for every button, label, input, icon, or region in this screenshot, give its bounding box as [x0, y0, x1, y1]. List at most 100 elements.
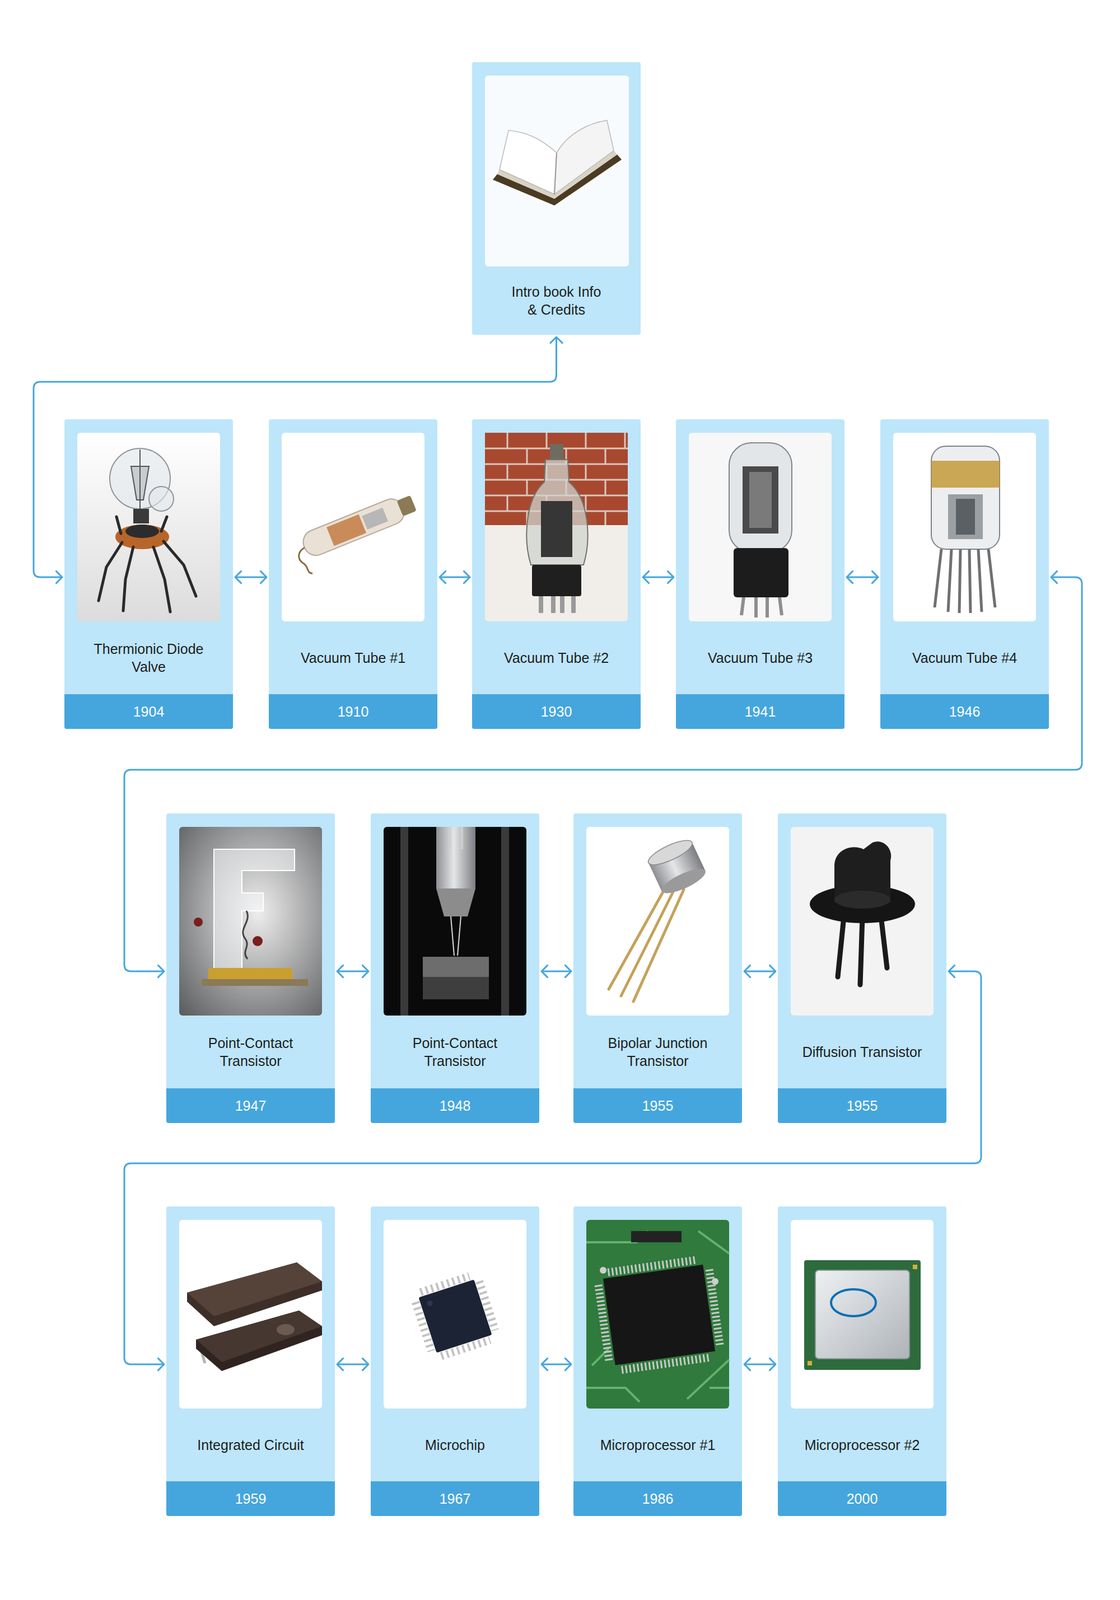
transistor-picture-part [208, 968, 293, 980]
year-label: 1955 [642, 1097, 674, 1115]
transistor-picture [790, 827, 934, 1016]
arrow-head [157, 965, 165, 978]
timeline-card: Vacuum Tube #31941 [675, 419, 845, 730]
vacuum-tube-picture-part-part [326, 514, 367, 547]
arrow-head [463, 571, 470, 583]
chip-picture-part [276, 1324, 295, 1336]
year-band: 2000 [777, 1481, 947, 1517]
year-label: 1946 [949, 703, 981, 721]
chip-picture-part [596, 1258, 722, 1372]
timeline-card: Intro book Info & Credits [472, 62, 641, 335]
diode-valve-picture-part [131, 449, 149, 512]
diode-valve-picture-part [109, 448, 171, 510]
transistor-picture-part [450, 916, 461, 956]
transistor-picture-part [834, 841, 891, 904]
diode-valve-picture-part [115, 524, 170, 550]
vacuum-tube-picture-part-part [299, 495, 408, 560]
vacuum-tube-picture-part [560, 596, 565, 614]
vacuum-tube-picture-part-part [396, 495, 417, 517]
vacuum-tube-picture-part [733, 548, 789, 598]
connector-arrow [744, 1358, 776, 1371]
chip-picture-part [179, 1220, 322, 1409]
vacuum-tube-picture-part-part [361, 507, 389, 530]
chip-picture-part-part [412, 1274, 498, 1359]
transistor-picture-part [383, 827, 527, 1016]
cpu-picture-part [790, 1220, 934, 1409]
transistor-picture-part-part [648, 842, 706, 892]
arrow-head [337, 1358, 344, 1371]
vacuum-tube-picture-part [688, 432, 832, 622]
connector-line [541, 1364, 572, 1366]
vacuum-tube-picture-part [540, 501, 573, 558]
transistor-picture-part [645, 836, 709, 899]
arrow-head [565, 1358, 572, 1371]
book-picture-part [554, 120, 614, 195]
timeline-card: Microchip1967 [370, 1206, 540, 1517]
timeline-card: Vacuum Tube #4 1946 [880, 419, 1049, 730]
year-band: 1946 [880, 694, 1049, 730]
title-area: Vacuum Tube #3 [675, 621, 845, 695]
transistor-picture-part-part [645, 836, 695, 870]
chip-picture-part [383, 1220, 527, 1409]
transistor-picture-part [243, 911, 249, 960]
year-band: 1930 [472, 694, 641, 730]
arrow-head [362, 1358, 369, 1371]
card-title: Vacuum Tube #1 [300, 649, 406, 668]
connector-line [642, 576, 674, 579]
transistor-picture-part [193, 917, 203, 927]
diode-valve-picture-part [98, 516, 196, 613]
arrow-head [565, 965, 572, 978]
arrow-head [56, 571, 63, 583]
vacuum-tube-picture-part [948, 494, 983, 540]
card-title: Bipolar Junction Transistor [588, 1034, 728, 1071]
vacuum-tube-picture-part-part [296, 547, 315, 576]
chip-picture-part-part [418, 1279, 492, 1353]
title-area: Bipolar Junction Transistor [573, 1015, 742, 1089]
timeline-card: Point-Contact Transistor1948 [370, 813, 540, 1124]
connector-line [235, 576, 267, 579]
title-area: Point-Contact Transistor [370, 1015, 540, 1089]
vacuum-tube-picture-part [742, 466, 779, 534]
transistor-picture-part [809, 885, 916, 924]
card-title: Thermionic Diode Valve [78, 640, 219, 677]
vacuum-tube-picture-part [551, 596, 556, 614]
card-title: Microprocessor #2 [804, 1436, 921, 1455]
vacuum-tube-picture [893, 432, 1036, 622]
cpu-picture-part [804, 1260, 921, 1371]
year-band: 1986 [573, 1481, 742, 1517]
arrow-head [362, 965, 369, 978]
chip-picture-part [187, 1262, 322, 1317]
book-picture-part [484, 75, 629, 267]
transistor-picture-part [400, 827, 409, 1016]
cpu-picture-part [807, 1361, 812, 1366]
chip-picture-part [631, 1231, 682, 1243]
vacuum-tube-picture [688, 432, 832, 622]
chip-picture-part-part [596, 1258, 722, 1372]
connector-arrow [744, 965, 776, 978]
connector-arrow [337, 965, 369, 978]
diode-valve-picture-part [148, 486, 174, 512]
chip-picture-part-part [603, 1265, 716, 1366]
transistor-picture-part [608, 883, 684, 1002]
vacuum-tube-picture [484, 432, 628, 622]
arrow-head [439, 571, 446, 583]
title-area: Vacuum Tube #4 [880, 621, 1049, 695]
arrow-head [550, 337, 563, 344]
transistor-picture-part-part [658, 864, 709, 899]
vacuum-tube-picture-part [934, 549, 996, 614]
vacuum-tube-picture-part [484, 432, 628, 526]
title-area: Vacuum Tube #2 [472, 621, 641, 695]
year-band: 1959 [166, 1481, 335, 1517]
arrow-head [541, 1358, 548, 1371]
card-title: Intro book Info & Credits [510, 282, 604, 320]
vacuum-tube-picture-part [931, 460, 1000, 488]
arrow-head [769, 965, 776, 978]
transistor-picture-part [213, 849, 295, 978]
title-area: Microprocessor #1 [573, 1408, 742, 1482]
timeline-card: Microprocessor #2 2000 [777, 1206, 947, 1517]
title-area: Microprocessor #2 [777, 1408, 947, 1482]
year-label: 1904 [133, 703, 165, 721]
cpu-picture [790, 1220, 934, 1409]
vacuum-tube-picture-part [484, 432, 628, 622]
card-title: Vacuum Tube #3 [707, 649, 813, 668]
